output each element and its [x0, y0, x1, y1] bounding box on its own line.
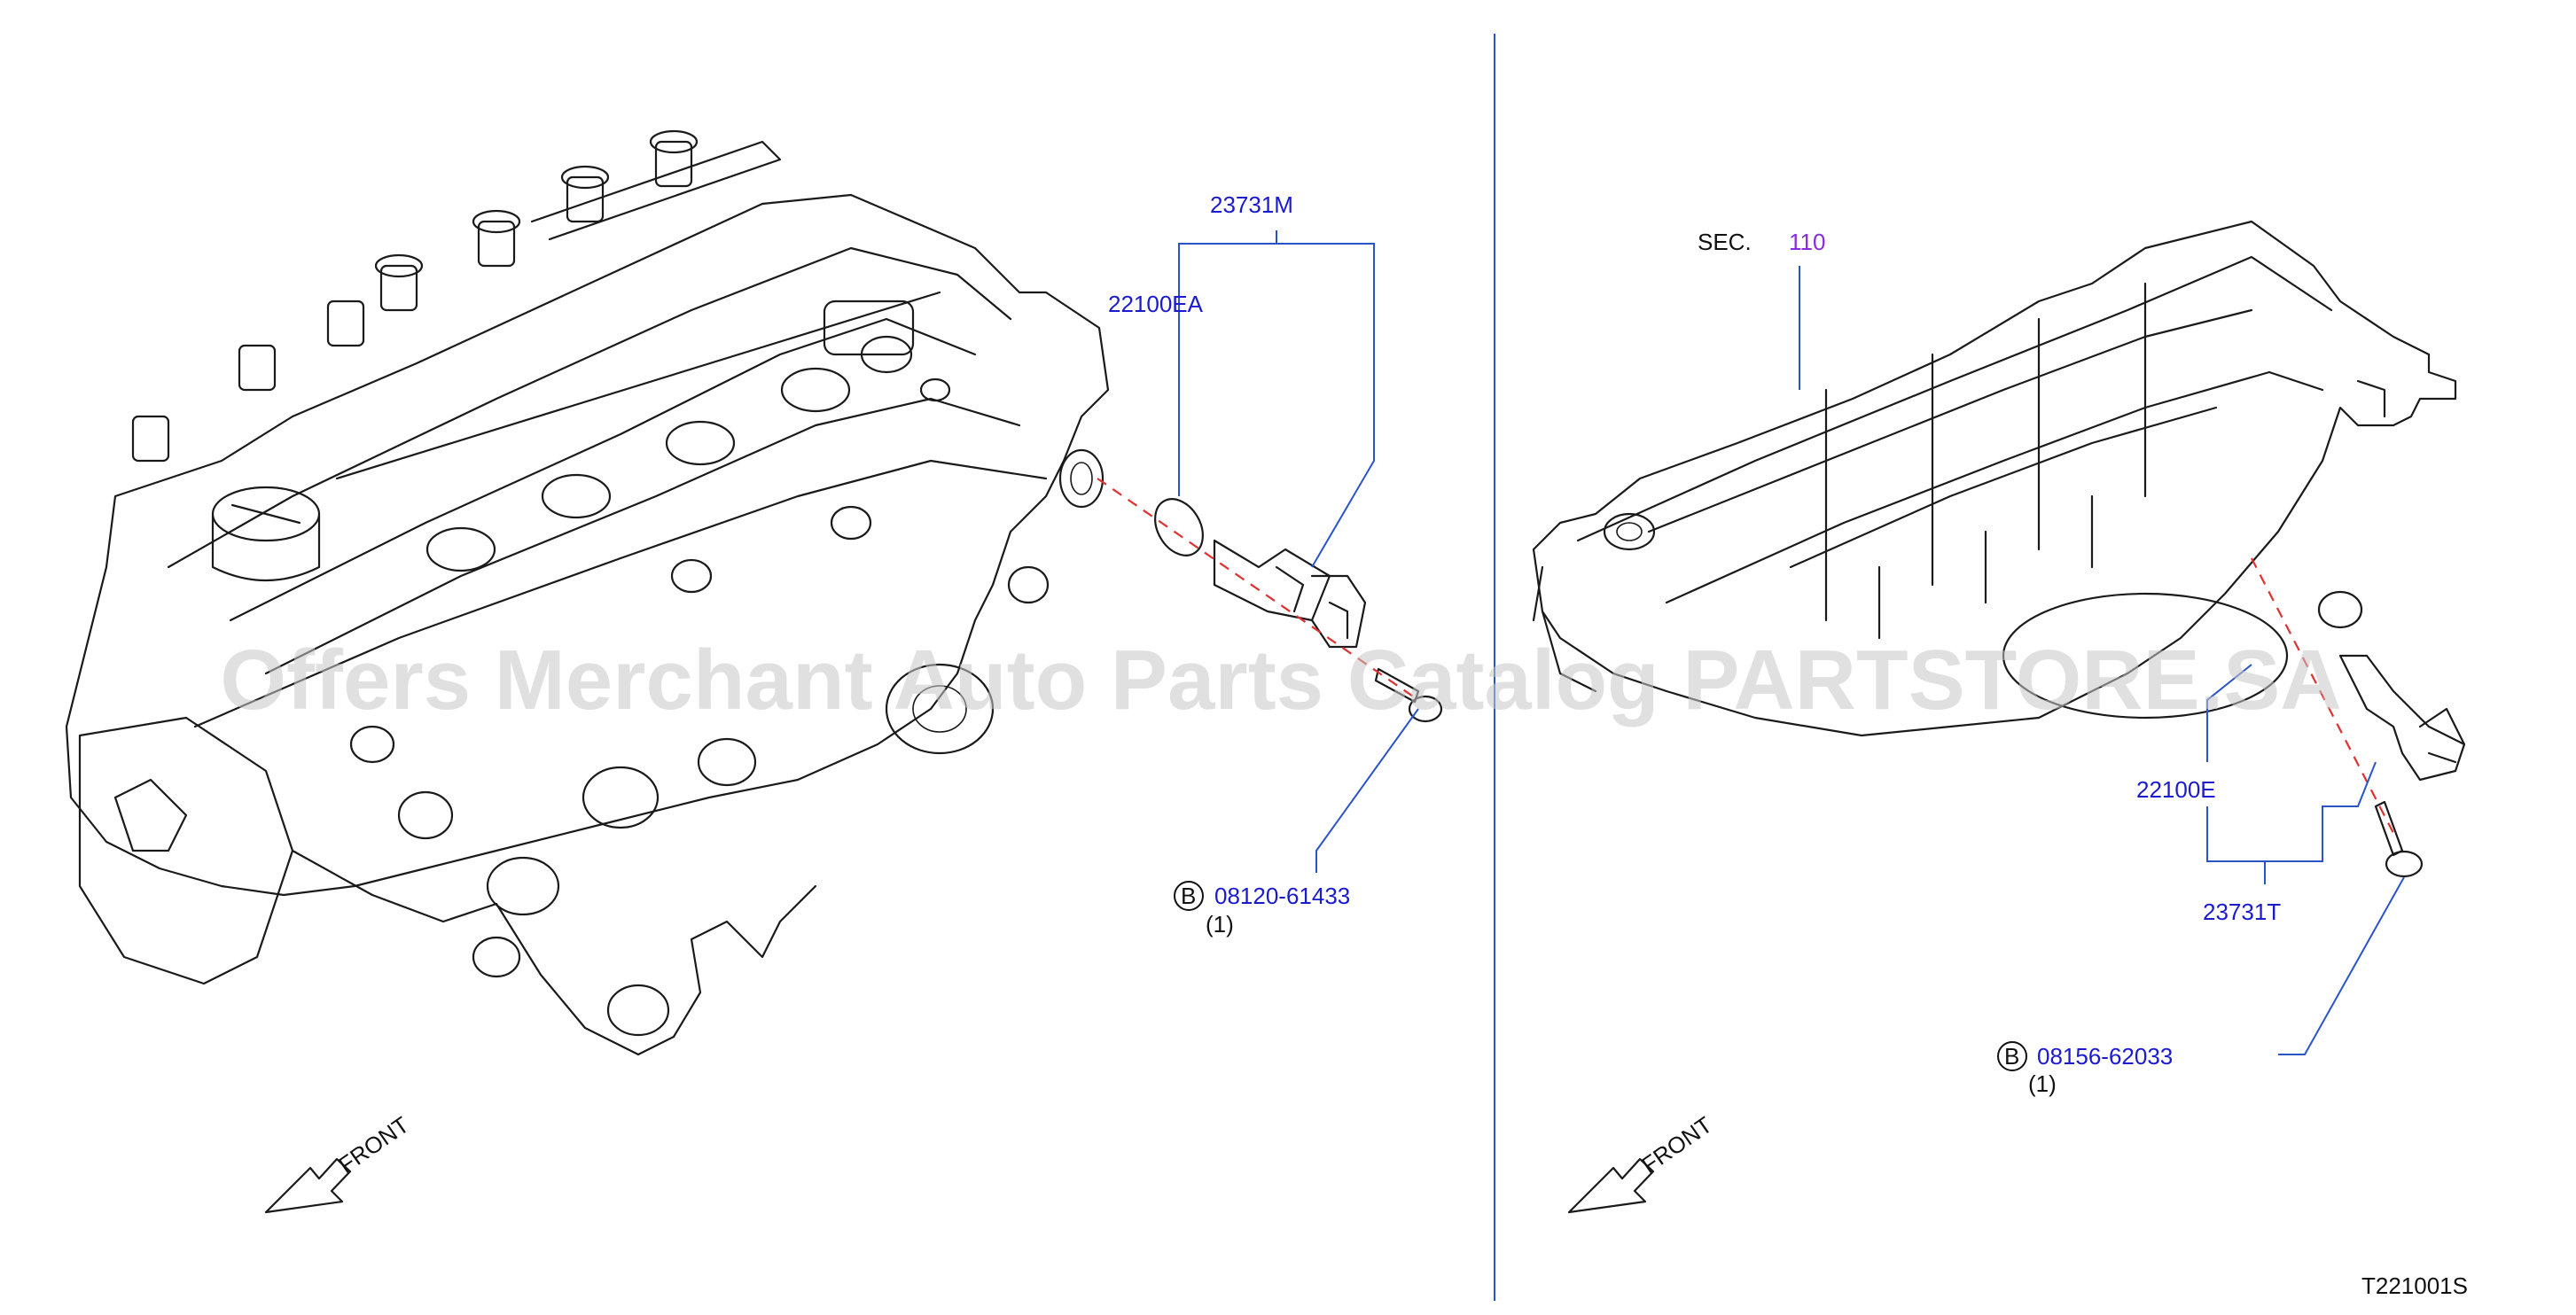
bolt-marker-left: B: [1181, 883, 1196, 909]
crank-position-sensor-right: [2317, 590, 2466, 782]
oil-pan-illustration: [1532, 220, 2457, 737]
centerline-left: [1097, 478, 1419, 701]
leader-22100e: [2206, 664, 2252, 762]
cylinder-head-illustration: [65, 129, 1110, 1056]
leader-08120-61433: [1315, 708, 1419, 873]
watermark: Offers Merchant Auto Parts Catalog PARTS…: [220, 633, 2341, 728]
diagram-id: T221001S: [2361, 1272, 2468, 1299]
bolt-right: [2374, 800, 2424, 878]
leader-23731m: [1178, 243, 1375, 248]
callout-23731m: 23731M: [1210, 191, 1293, 218]
callout-08156-62033: 08156-62033: [2037, 1043, 2173, 1070]
callout-08120-61433: 08120-61433: [1214, 883, 1350, 909]
leader-23731t: [2206, 761, 2377, 862]
qty-left: (1): [1206, 911, 1234, 938]
section-prefix: SEC.: [1698, 229, 1752, 255]
bolt-left: [1374, 667, 1443, 723]
qty-right: (1): [2028, 1070, 2057, 1097]
leader-08156-62033: [2278, 876, 2405, 1055]
bolt-marker-right: B: [2004, 1043, 2019, 1070]
callout-22100e: 22100E: [2136, 776, 2216, 803]
front-arrow-left: [264, 1157, 352, 1214]
cam-position-sensor-left: [1154, 498, 1367, 649]
section-number: 110: [1789, 229, 1825, 255]
callout-22100ea: 22100EA: [1108, 291, 1204, 317]
front-arrow-right: [1567, 1157, 1655, 1214]
centerline-right: [2251, 557, 2394, 834]
callout-23731t: 23731T: [2203, 899, 2281, 925]
front-label-left: FRONT: [333, 1111, 414, 1179]
front-label-right: FRONT: [1636, 1111, 1717, 1179]
